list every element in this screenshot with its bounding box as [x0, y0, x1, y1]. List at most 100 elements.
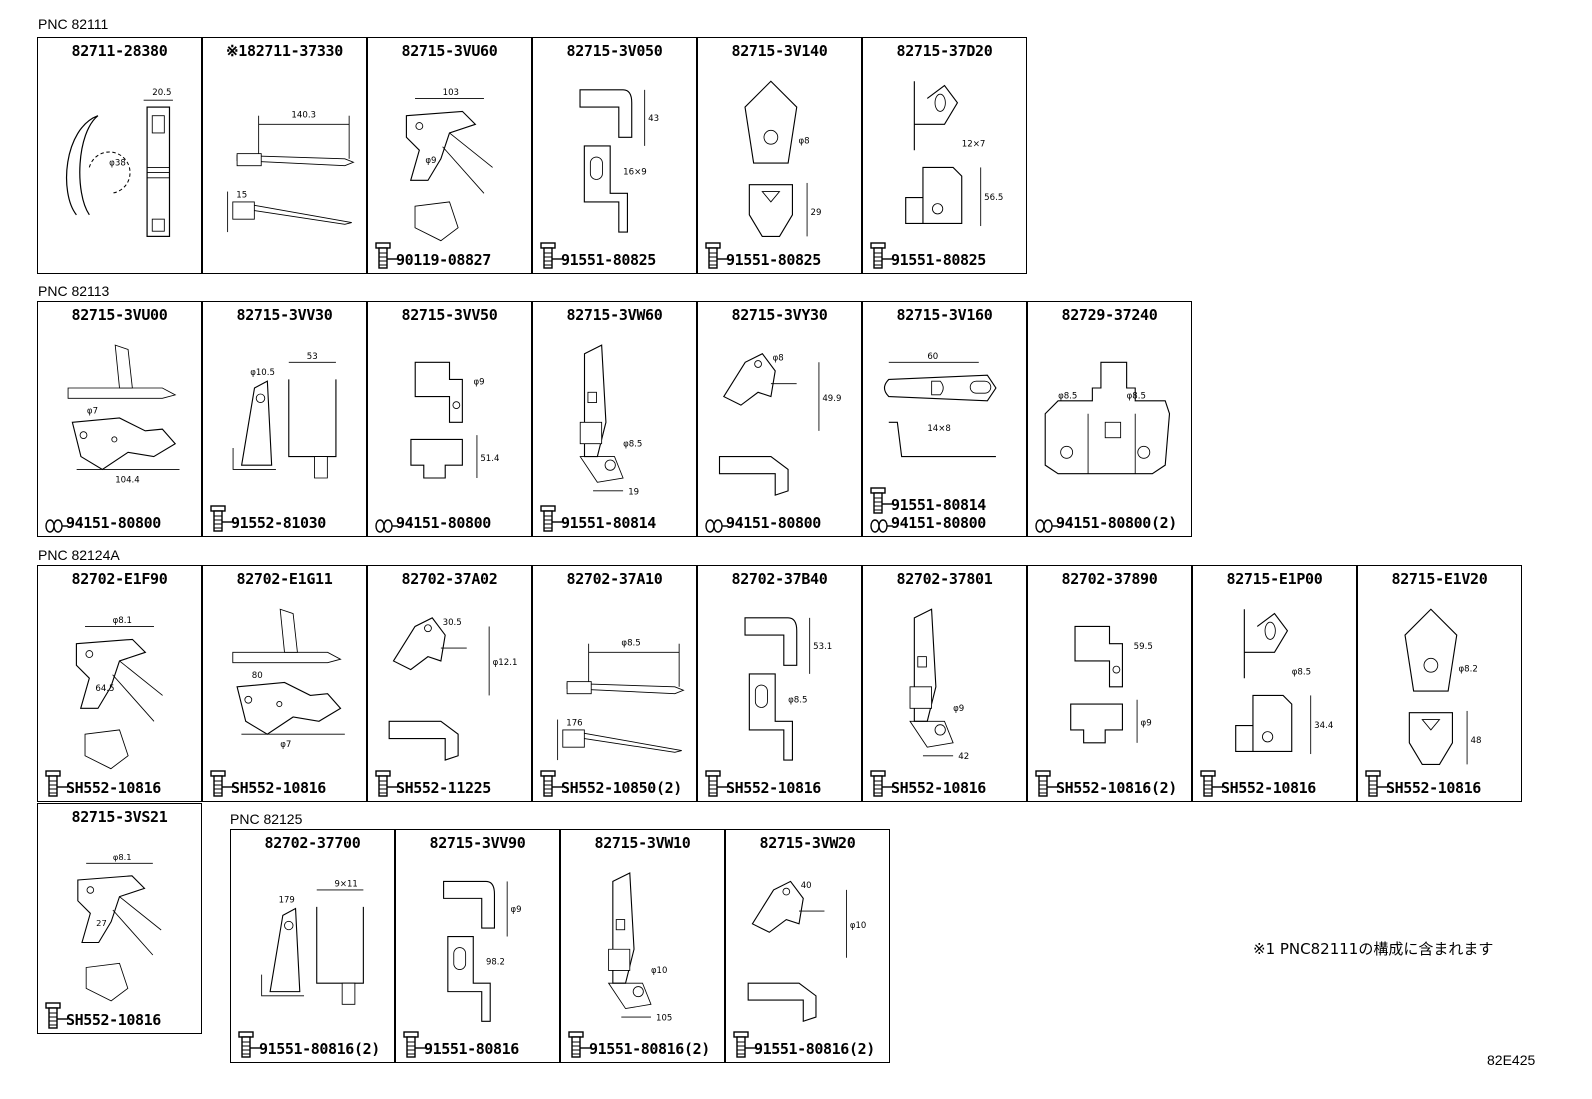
svg-text:9×11: 9×11: [335, 879, 358, 889]
fastener-part-number[interactable]: 94151-80800: [66, 514, 161, 532]
fastener-part-number[interactable]: SH552-10816: [726, 779, 821, 797]
fastener-part-number[interactable]: 91551-80816: [424, 1040, 519, 1058]
part-number[interactable]: 82702-37700: [264, 834, 361, 852]
svg-text:φ8.5: φ8.5: [1058, 391, 1077, 401]
bolt-icon: [540, 770, 563, 797]
part-number[interactable]: 82702-37A02: [401, 570, 498, 588]
part-number[interactable]: 82715-3VU00: [71, 306, 168, 324]
fastener-part-number[interactable]: SH552-11225: [396, 779, 491, 797]
svg-text:φ10: φ10: [850, 920, 866, 930]
fastener-part-number[interactable]: 90119-08827: [396, 251, 491, 269]
part-number[interactable]: 82702-37A10: [566, 570, 663, 588]
fastener-part-number[interactable]: SH552-10816: [66, 779, 161, 797]
fastener-part-number[interactable]: SH552-10816: [1221, 779, 1316, 797]
bolt-icon: [540, 505, 563, 532]
part-number[interactable]: 82715-3VW20: [759, 834, 856, 852]
svg-text:53: 53: [307, 352, 318, 362]
part-number[interactable]: 82715-3VW10: [594, 834, 691, 852]
fastener-part-number[interactable]: 94151-80800: [396, 514, 491, 532]
part-number[interactable]: 82702-37890: [1061, 570, 1158, 588]
fastener-part-number[interactable]: 91551-80825: [891, 251, 986, 269]
part-number[interactable]: 82715-3VY30: [731, 306, 828, 324]
fastener-part-number[interactable]: SH552-10850(2): [561, 779, 682, 797]
fastener-part-number[interactable]: 91551-80825: [561, 251, 656, 269]
part-number[interactable]: 82715-3VU60: [401, 42, 498, 60]
washer-nut-icon: [375, 519, 398, 533]
part-number[interactable]: 82702-E1F90: [71, 570, 168, 588]
part-number[interactable]: 82715-3V140: [731, 42, 828, 60]
part-number[interactable]: 82702-37801: [896, 570, 993, 588]
fastener-part-number[interactable]: 91551-80816(2): [259, 1040, 380, 1058]
fastener-part-number[interactable]: 91551-80825: [726, 251, 821, 269]
part-number[interactable]: 82702-37B40: [731, 570, 828, 588]
part-number[interactable]: 82715-3VV30: [236, 306, 333, 324]
bracket-illustration: 140.3 15: [227, 110, 355, 233]
fastener-part-number[interactable]: 94151-80800(2): [1056, 514, 1177, 532]
fastener-part-number[interactable]: 91552-81030: [231, 514, 326, 532]
part-number[interactable]: 82715-3V160: [896, 306, 993, 324]
part-number[interactable]: 82715-3VW60: [566, 306, 663, 324]
svg-text:φ8: φ8: [798, 136, 809, 146]
part-number[interactable]: 82715-E1V20: [1391, 570, 1488, 588]
washer-nut-icon: [1035, 519, 1058, 533]
part-number[interactable]: 82729-37240: [1061, 306, 1158, 324]
bracket-illustration: 53.1φ8.5: [744, 617, 832, 761]
part-number[interactable]: ※182711-37330: [225, 42, 344, 60]
fastener: 94151-80800: [867, 511, 1026, 533]
part-cell: 82702-37A10 φ8.5 176 SH552-10850(2): [532, 565, 697, 802]
svg-text:φ10: φ10: [651, 965, 667, 975]
bracket-illustration: φ8.519: [579, 344, 642, 497]
part-number[interactable]: 82702-E1G11: [236, 570, 333, 588]
fastener-part-number[interactable]: SH552-10816(2): [1056, 779, 1177, 797]
part-number[interactable]: 82711-28380: [71, 42, 168, 60]
part-number[interactable]: 82715-37D20: [896, 42, 993, 60]
part-number[interactable]: 82715-E1P00: [1226, 570, 1323, 588]
fastener: 94151-80800: [372, 511, 531, 533]
fastener: 91551-80814: [867, 487, 1026, 515]
part-number[interactable]: 82715-3V050: [566, 42, 663, 60]
fastener-part-number[interactable]: SH552-10816: [231, 779, 326, 797]
part-cell: ※182711-37330 140.3 15: [202, 37, 367, 274]
part-number[interactable]: 82715-3VV90: [429, 834, 526, 852]
svg-text:φ8.1: φ8.1: [113, 616, 132, 626]
fastener-part-number[interactable]: 91551-80816(2): [754, 1040, 875, 1058]
fastener-part-number[interactable]: 94151-80800: [891, 514, 986, 532]
fastener-part-number[interactable]: 91551-80814: [891, 496, 986, 514]
svg-text:12×7: 12×7: [962, 140, 986, 150]
part-number[interactable]: 82715-3VV50: [401, 306, 498, 324]
fastener-part-number[interactable]: SH552-10816: [1386, 779, 1481, 797]
fastener-part-number[interactable]: 91551-80814: [561, 514, 656, 532]
fastener: SH552-10816: [42, 770, 201, 798]
fastener-part-number[interactable]: 91551-80816(2): [589, 1040, 710, 1058]
washer-nut-icon: [705, 519, 728, 533]
fastener-part-number[interactable]: SH552-10816: [66, 1011, 161, 1029]
part-number[interactable]: 82715-3VS21: [71, 808, 168, 826]
fastener-part-number[interactable]: 94151-80800: [726, 514, 821, 532]
bolt-icon: [540, 242, 563, 269]
bolt-icon: [45, 770, 68, 797]
svg-text:φ12.1: φ12.1: [493, 658, 518, 668]
svg-text:42: 42: [958, 752, 969, 762]
fastener: SH552-11225: [372, 770, 531, 798]
fastener-part-number[interactable]: SH552-10816: [891, 779, 986, 797]
